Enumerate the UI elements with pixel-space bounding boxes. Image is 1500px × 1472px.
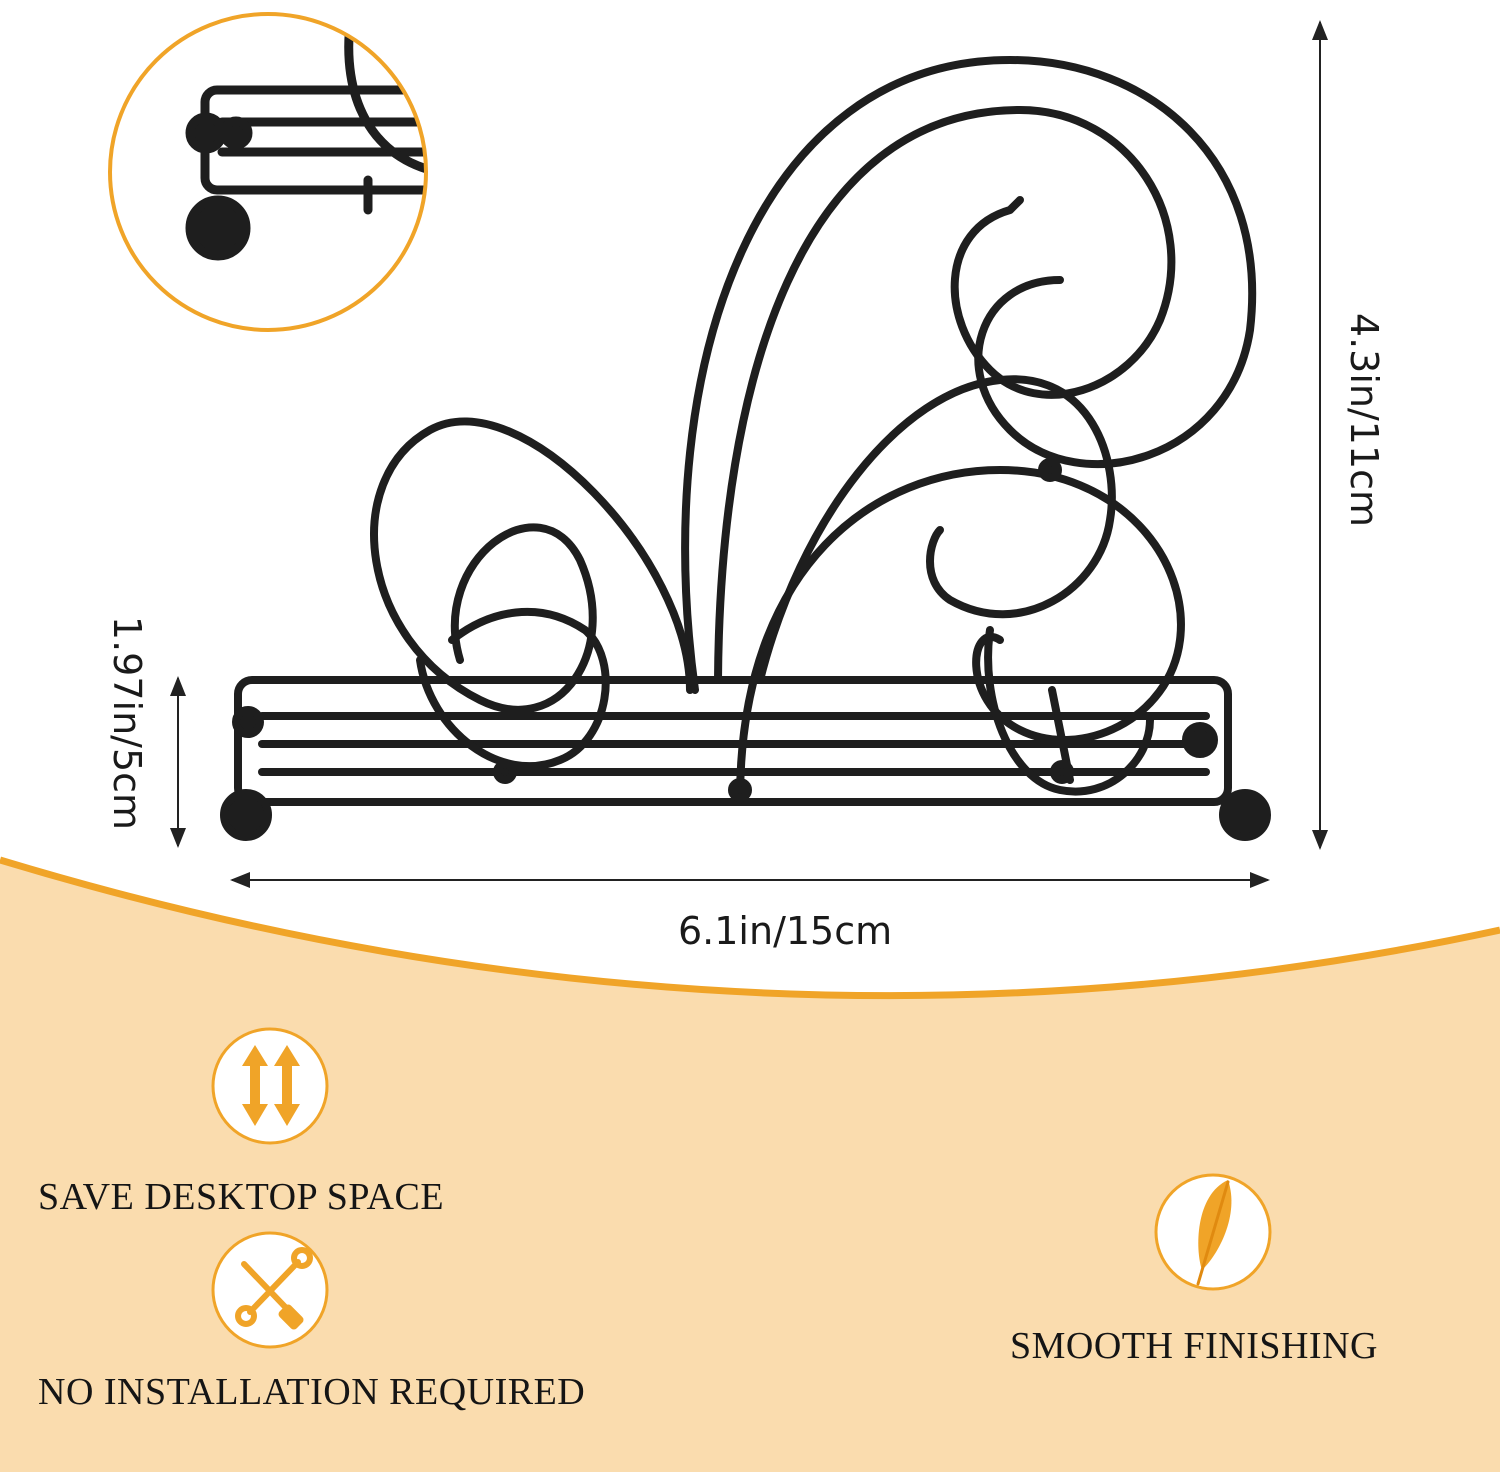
width-dimension-label: 6.1in/15cm [678,909,893,953]
feather-icon [1154,1173,1272,1291]
feature-no-installation-label: NO INSTALLATION REQUIRED [38,1371,586,1413]
band-orange-edge [0,856,1500,1000]
double-arrow-icon [211,1027,329,1145]
feature-smooth-finishing-label: SMOOTH FINISHING [1010,1325,1378,1367]
napkin-holder-image [220,56,1271,841]
base-height-dimension-label: 1.97in/5cm [105,615,149,831]
wrench-screwdriver-icon [211,1231,329,1349]
detail-zoom-circle [108,12,428,332]
height-dimension-label: 4.3in/11cm [1342,312,1386,528]
lower-background-band [0,860,1500,1472]
feature-save-space-label: SAVE DESKTOP SPACE [38,1176,445,1218]
